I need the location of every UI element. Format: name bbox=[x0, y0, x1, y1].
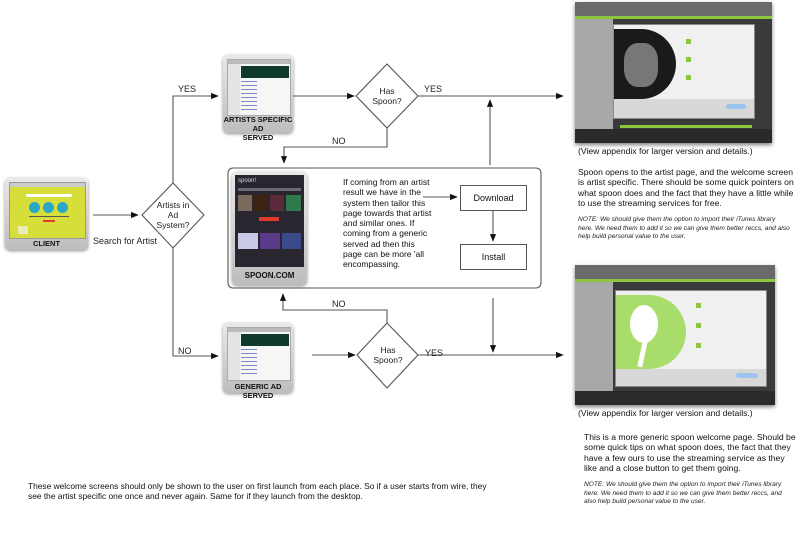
has-spoon-bottom-line1: Has bbox=[380, 345, 396, 355]
feature-icon bbox=[686, 57, 691, 62]
generic-welcome-caption[interactable]: (View appendix for larger version and de… bbox=[578, 408, 753, 418]
edge-bottom-no bbox=[279, 293, 388, 323]
client-caption: CLIENT bbox=[32, 239, 61, 248]
artist-welcome-caption[interactable]: (View appendix for larger version and de… bbox=[578, 146, 753, 156]
spoon-site-description: If coming from an artist result we have … bbox=[343, 177, 432, 270]
label-no-top: NO bbox=[332, 136, 346, 146]
feature-icon bbox=[686, 39, 691, 44]
feature-icon bbox=[696, 323, 701, 328]
artist-welcome-screenshot[interactable] bbox=[575, 2, 772, 143]
feature-icon bbox=[696, 343, 701, 348]
generic-ad-caption: GENERIC AD SERVED bbox=[234, 382, 282, 400]
spoon-icon bbox=[630, 305, 658, 343]
artist-photo bbox=[624, 43, 658, 87]
decision-artists-line2: Ad bbox=[167, 210, 179, 220]
generic-ad-node[interactable]: GENERIC AD SERVED bbox=[223, 323, 293, 400]
mascot-icon bbox=[29, 202, 40, 213]
spoon-site-screenshot: spoon! bbox=[235, 175, 304, 267]
spoon-cta-button bbox=[259, 217, 279, 221]
client-screenshot bbox=[9, 182, 86, 239]
label-yes-bottom: YES bbox=[425, 348, 444, 358]
welcome-dialog bbox=[615, 290, 767, 387]
edge-top-no bbox=[280, 128, 388, 164]
download-label: Download bbox=[473, 193, 514, 203]
footer-note: These welcome screens should only be sho… bbox=[28, 481, 487, 502]
has-spoon-top-line1: Has bbox=[379, 86, 395, 96]
feature-icon bbox=[686, 75, 691, 80]
decision-artists-text: Artists in Ad System? bbox=[142, 200, 204, 230]
welcome-dialog bbox=[613, 24, 755, 119]
has-spoon-top-line2: Spoon? bbox=[372, 96, 402, 106]
generic-welcome-note: NOTE: We should give them the option to … bbox=[584, 481, 782, 506]
generic-welcome-description: This is a more generic spoon welcome pag… bbox=[584, 432, 796, 474]
artists-ad-screenshot bbox=[227, 59, 291, 116]
artists-ad-node[interactable]: ARTISTS SPECIFIC AD SERVED bbox=[223, 55, 293, 142]
mascot-icon bbox=[57, 202, 68, 213]
generic-welcome-screenshot[interactable] bbox=[575, 265, 775, 405]
label-no-bottom: NO bbox=[332, 299, 346, 309]
edge-decision-yes bbox=[172, 92, 219, 183]
decision-has-spoon-top bbox=[355, 63, 419, 129]
has-spoon-top-text: Has Spoon? bbox=[356, 86, 418, 106]
artist-welcome-description: Spoon opens to the artist page, and the … bbox=[578, 167, 794, 209]
generic-ad-screenshot bbox=[227, 327, 291, 381]
label-yes-artists: YES bbox=[178, 84, 197, 94]
feature-icon bbox=[696, 303, 701, 308]
spoon-site-node[interactable]: spoon! SPOON.COM bbox=[232, 172, 307, 285]
client-node[interactable]: CLIENT bbox=[5, 178, 88, 250]
mascot-icon bbox=[43, 202, 54, 213]
install-label: Install bbox=[481, 252, 506, 262]
label-yes-top: YES bbox=[424, 84, 443, 94]
edge-decision-no bbox=[172, 248, 219, 360]
label-search-for-artist: Search for Artist bbox=[93, 236, 158, 246]
artists-ad-caption-line2: SERVED bbox=[242, 133, 274, 142]
artist-welcome-note: NOTE: We should give them the option to … bbox=[578, 216, 790, 241]
decision-has-spoon-bottom bbox=[356, 322, 419, 389]
download-step[interactable]: Download bbox=[460, 185, 527, 211]
spoon-site-container bbox=[227, 167, 542, 289]
decision-artists-line1: Artists in bbox=[156, 200, 190, 210]
install-step[interactable]: Install bbox=[460, 244, 527, 270]
spoon-site-caption: SPOON.COM bbox=[244, 271, 295, 280]
has-spoon-bottom-line2: Spoon? bbox=[373, 355, 403, 365]
artists-ad-caption-line1: ARTISTS SPECIFIC AD bbox=[223, 115, 293, 133]
decision-artists-line3: System? bbox=[156, 220, 190, 230]
has-spoon-bottom-text: Has Spoon? bbox=[357, 345, 419, 365]
spoon-logo: spoon! bbox=[238, 178, 257, 184]
close-button bbox=[736, 373, 758, 378]
decision-artists-in-ad-system bbox=[141, 182, 205, 249]
label-no-artists: NO bbox=[178, 346, 192, 356]
close-button bbox=[726, 104, 746, 109]
